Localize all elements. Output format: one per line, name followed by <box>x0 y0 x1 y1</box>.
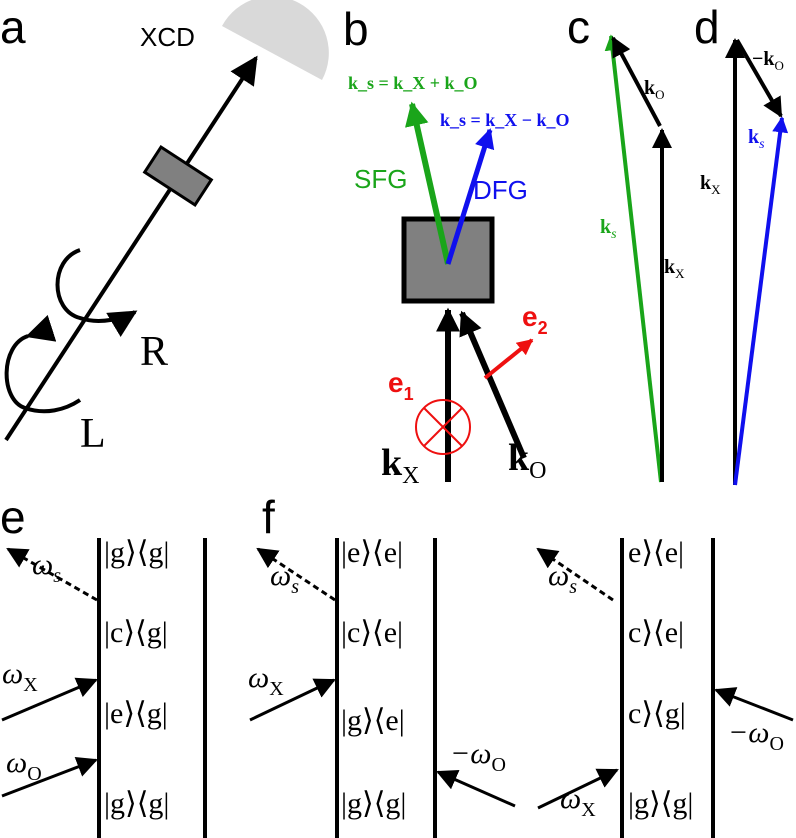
omega-x-arrow-e <box>1 677 98 722</box>
omega-s-arrow-e <box>6 547 98 602</box>
right-circular-label: R <box>140 329 168 375</box>
omega-s-label-f1: ωs <box>270 559 299 598</box>
panel-b: k_s = k_X + k_O k_s = k_X − k_O SFG DFG … <box>348 73 570 489</box>
panel-label-a: a <box>0 1 26 53</box>
panel-label-c: c <box>567 1 590 53</box>
panel-a: XCD R L <box>4 0 329 457</box>
omega-x-label-f1: ωX <box>248 661 284 700</box>
ko-arrow <box>459 310 527 460</box>
sfg-equation: k_s = k_X + k_O <box>348 73 478 93</box>
panel-label-f: f <box>262 491 275 543</box>
panel-label-b: b <box>343 3 369 55</box>
panel-f-left: |e⟩⟨e| |c⟩⟨e| |g⟩⟨e| |g⟩⟨g| ωs ωX −ωO <box>248 536 516 838</box>
dfg-equation: k_s = k_X − k_O <box>440 110 570 130</box>
omega-o-label-e: ωO <box>6 746 42 785</box>
omega-s-arrow-f1 <box>256 547 336 602</box>
omega-o-arrow-e <box>1 756 98 798</box>
panel-d: −kO kX ks <box>700 38 789 486</box>
e1-label: e1 <box>388 367 414 404</box>
state-f2-3: c⟩⟨g| <box>628 697 686 730</box>
sample-block <box>142 145 214 207</box>
e1-into-page-icon <box>415 399 471 455</box>
omega-x-label-f2: ωX <box>560 782 596 821</box>
sfg-label: SFG <box>354 164 407 194</box>
crystal-block <box>401 216 495 304</box>
state-f2-2: c⟩⟨e| <box>628 616 684 649</box>
dfg-label: DFG <box>473 175 528 205</box>
left-circular-label: L <box>80 411 106 457</box>
state-f1-1: |e⟩⟨e| <box>341 536 403 569</box>
minus-ko-label-d: −kO <box>752 48 784 73</box>
kx-label-d: kX <box>700 172 721 197</box>
panel-e: |g⟩⟨g| |c⟩⟨g| |e⟩⟨g| |g⟩⟨g| ωs ωX ωO <box>1 536 207 838</box>
panel-label-d: d <box>694 1 720 53</box>
left-circular-arrow <box>4 314 82 414</box>
omega-x-arrow-f2 <box>537 768 619 810</box>
state-e-3: |e⟩⟨g| <box>104 697 168 730</box>
dfg-arrow <box>445 128 495 265</box>
state-e-4: |g⟩⟨g| <box>104 787 169 820</box>
state-f2-1: e⟩⟨e| <box>628 536 684 569</box>
minus-ko-arrow-d <box>735 38 783 118</box>
right-circular-arrow <box>55 248 138 337</box>
omega-s-arrow-f2 <box>536 547 614 602</box>
ko-arrow-c <box>611 36 662 127</box>
minus-omega-o-arrow-f1 <box>436 770 516 808</box>
panel-c: kO ks kX <box>600 34 685 483</box>
minus-omega-o-arrow-f2 <box>714 687 794 722</box>
omega-x-label-e: ωX <box>2 657 38 696</box>
detector-label: XCD <box>140 22 195 52</box>
omega-s-label-f2: ωs <box>548 559 577 598</box>
panel-label-e: e <box>0 491 26 543</box>
detector-shape <box>222 0 329 80</box>
omega-s-label-e: ωs <box>32 548 61 587</box>
state-f1-3: |g⟩⟨e| <box>341 704 405 737</box>
minus-omega-o-label-f1: −ωO <box>450 737 506 776</box>
ks-arrow-c <box>604 34 663 483</box>
ks-label-d: ks <box>748 126 765 152</box>
e2-arrow <box>483 338 534 380</box>
state-f2-4: |g⟩⟨g| <box>628 787 693 820</box>
ks-arrow-d <box>733 116 789 486</box>
sfg-arrow <box>405 101 451 265</box>
minus-omega-o-label-f2: −ωO <box>728 716 784 755</box>
state-e-2: |c⟩⟨g| <box>104 616 168 649</box>
panel-f-right: e⟩⟨e| c⟩⟨e| c⟩⟨g| |g⟩⟨g| ωs ωX −ωO <box>536 536 794 838</box>
state-f1-2: |c⟩⟨e| <box>341 616 403 649</box>
state-e-1: |g⟩⟨g| <box>104 536 169 569</box>
omega-x-arrow-f1 <box>249 678 336 722</box>
kx-label: kX <box>381 442 419 489</box>
e1-cross-2 <box>423 407 463 447</box>
e2-label: e2 <box>522 301 548 338</box>
beam-arrow <box>4 55 258 442</box>
ko-label-c: kO <box>644 77 665 102</box>
ko-label: kO <box>508 437 546 484</box>
state-f1-4: |g⟩⟨g| <box>341 787 406 820</box>
kx-label-c: kX <box>664 256 685 281</box>
ks-label-c: ks <box>600 216 617 242</box>
